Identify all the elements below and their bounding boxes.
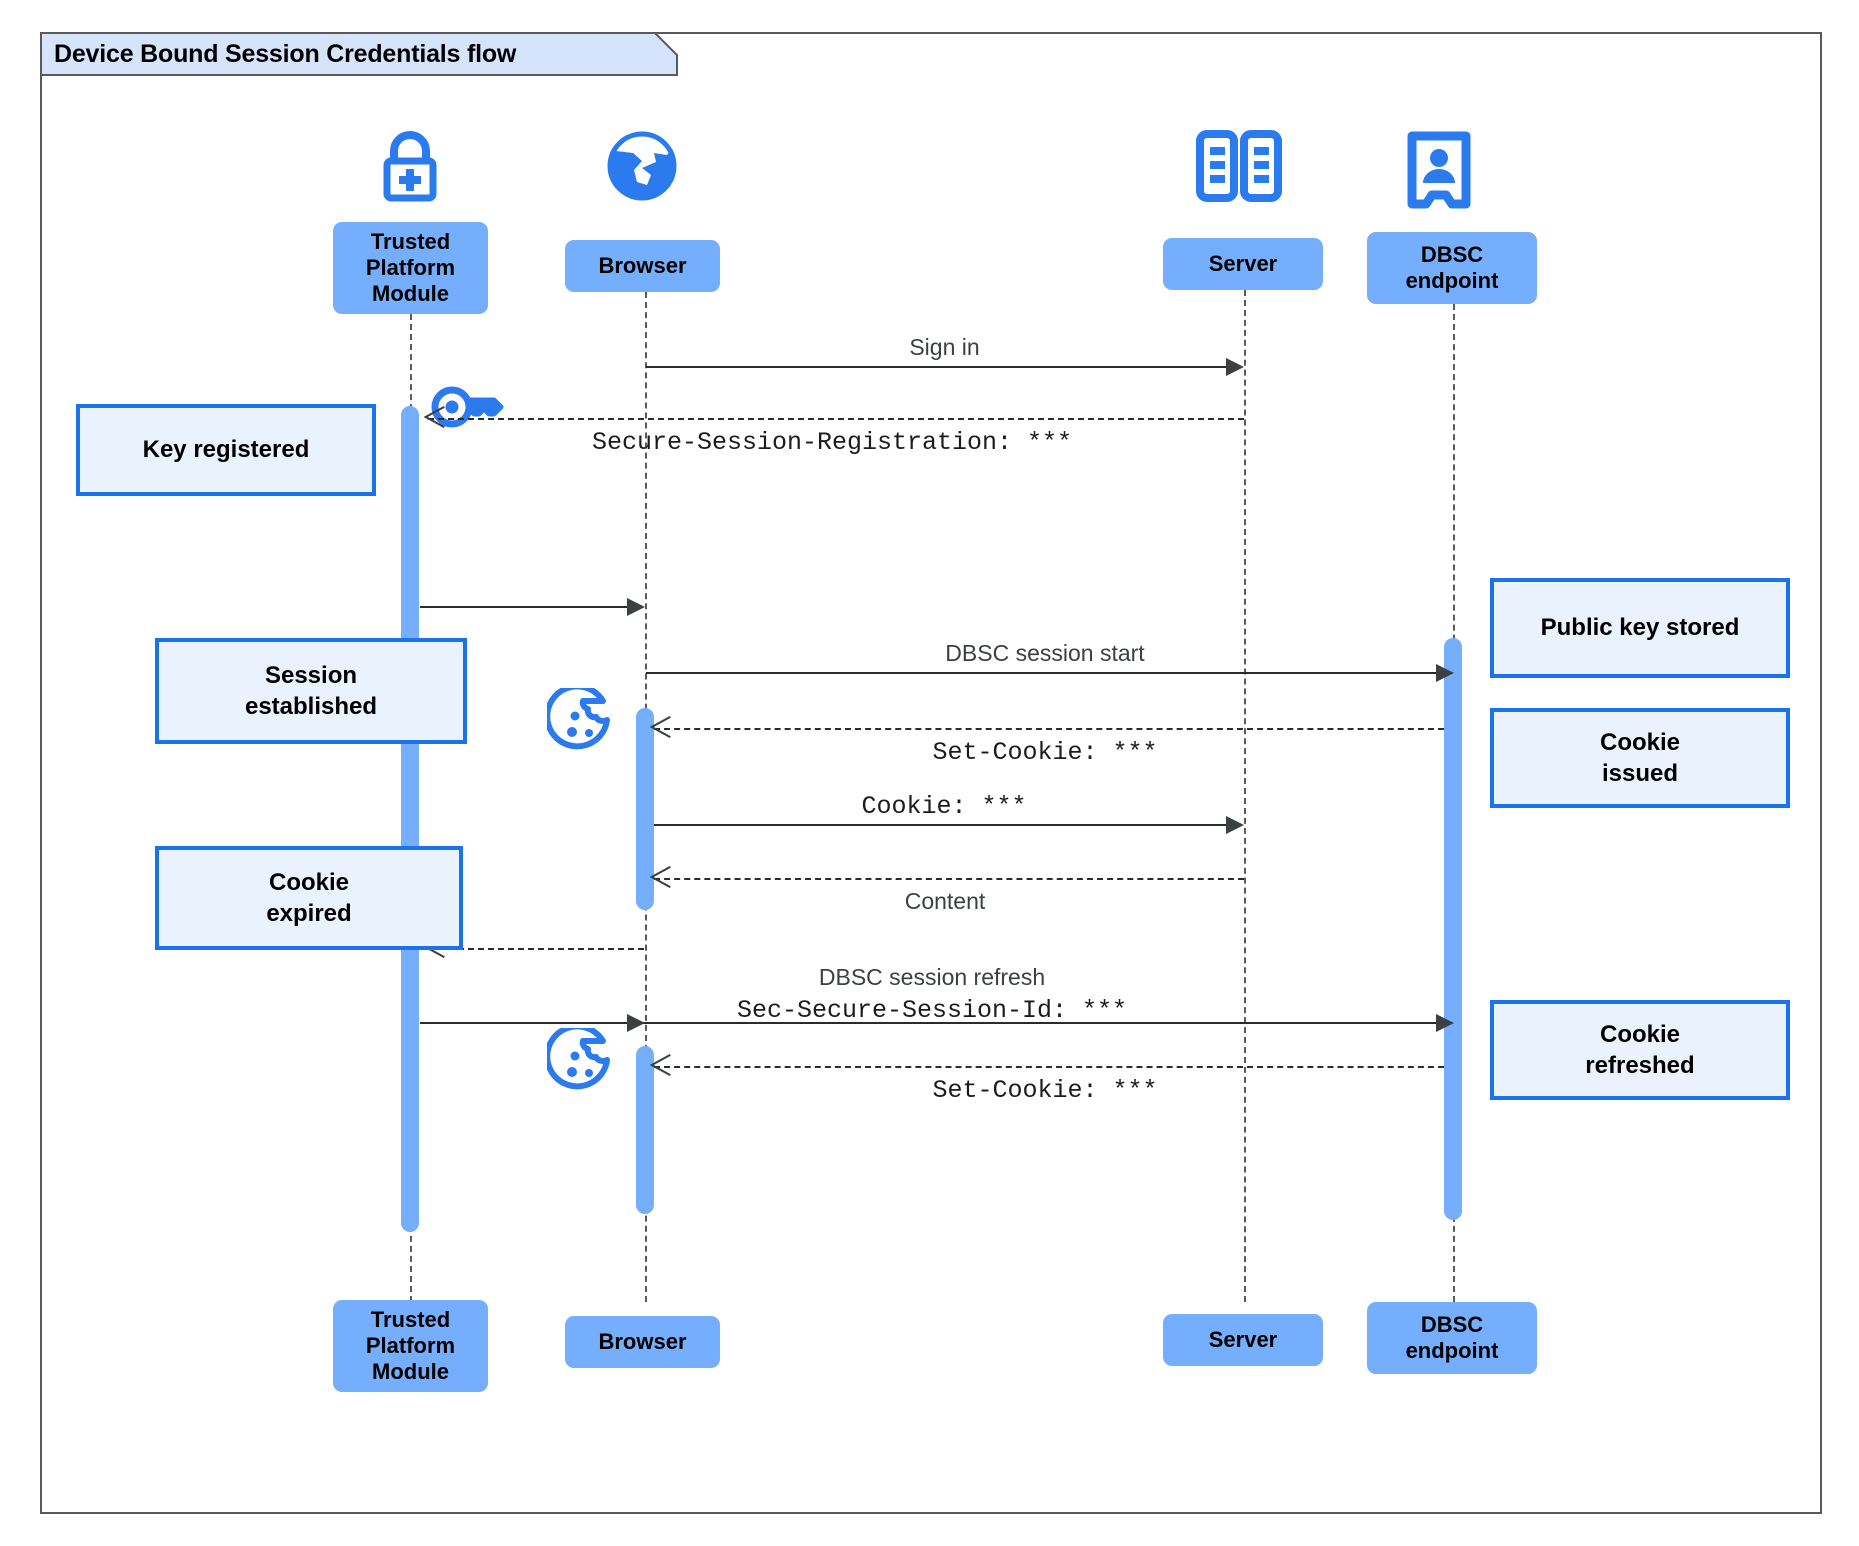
message-arrowhead-cookie [1226, 816, 1244, 834]
message-label-content: Content [904, 888, 986, 914]
note-cookie-refreshed: Cookie refreshed [1490, 1000, 1790, 1100]
note-cookie-issued: Cookie issued [1490, 708, 1790, 808]
message-arrowhead-tpm-to-browser [627, 598, 645, 616]
key-icon [430, 382, 512, 437]
participant-box-tpm[interactable]: Trusted Platform Module [333, 222, 488, 314]
participant-box-dbsc[interactable]: DBSC endpoint [1367, 232, 1537, 304]
participant-label-browser: Browser [598, 253, 687, 279]
message-arrowhead-dbsc-session-start [1436, 664, 1454, 682]
participant-label-tpm: Trusted Platform Module [365, 229, 456, 306]
note-text-public-key-stored: Public key stored [1540, 614, 1740, 642]
message-arrowhead-content [650, 866, 671, 888]
note-key-registered: Key registered [76, 404, 376, 496]
server-rack-icon [1196, 130, 1282, 207]
message-arrowhead-sign-in [1226, 358, 1244, 376]
activation-browser-2 [636, 1046, 654, 1214]
message-arrowhead-refresh-browser-leg [627, 1014, 645, 1032]
message-arrowhead-dbsc-session-refresh [1436, 1014, 1454, 1032]
footer-participant-label-browser: Browser [598, 1329, 687, 1355]
note-text-key-registered: Key registered [142, 436, 310, 464]
frame-title-tab: Device Bound Session Credentials flow [40, 32, 680, 76]
frame-title-text: Device Bound Session Credentials flow [54, 40, 517, 68]
note-text-session-established: Session established [244, 661, 378, 720]
message-arrowhead-set-cookie-2 [650, 1054, 671, 1076]
message-line-dbsc-session-start [646, 672, 1436, 674]
lock-plus-icon [372, 128, 448, 209]
note-public-key-stored: Public key stored [1490, 578, 1790, 678]
note-session-established: Session established [155, 638, 467, 744]
footer-participant-box-server[interactable]: Server [1163, 1314, 1323, 1366]
note-text-cookie-refreshed: Cookie refreshed [1585, 1020, 1695, 1079]
footer-participant-label-tpm: Trusted Platform Module [365, 1307, 456, 1384]
footer-participant-label-server: Server [1208, 1327, 1278, 1353]
message-label-sign-in: Sign in [909, 334, 980, 360]
participant-label-server: Server [1208, 251, 1278, 277]
participant-box-browser[interactable]: Browser [565, 240, 720, 292]
note-cookie-expired: Cookie expired [155, 846, 463, 950]
footer-participant-box-browser[interactable]: Browser [565, 1316, 720, 1368]
message-line-content [654, 878, 1244, 880]
message-line-set-cookie-1 [654, 728, 1444, 730]
activation-browser-1 [636, 708, 654, 910]
id-badge-icon [1406, 130, 1472, 215]
message-line-secure-session-registration [428, 418, 1244, 420]
message-label-dbsc-session-start: DBSC session start [945, 640, 1145, 666]
activation-dbsc [1444, 638, 1462, 1220]
message-line-cookie [654, 824, 1226, 826]
message-line-dbsc-session-refresh [420, 1022, 1436, 1024]
message-label-cookie: Cookie: *** [861, 792, 1027, 821]
message-label-secure-session-registration: Secure-Session-Registration: *** [591, 428, 1073, 457]
message-line-browser-to-tpm [428, 948, 644, 950]
cookie-icon-2 [544, 1023, 619, 1105]
message-label-set-cookie-2: Set-Cookie: *** [932, 1076, 1158, 1105]
cookie-icon-1 [544, 683, 619, 765]
participant-box-server[interactable]: Server [1163, 238, 1323, 290]
activation-tpm [401, 406, 419, 1232]
note-text-cookie-expired: Cookie expired [266, 868, 352, 927]
message-line-sign-in [646, 366, 1226, 368]
message-arrowhead-secure-session-registration [424, 406, 445, 428]
lifeline-server [1244, 290, 1246, 1302]
message-label-set-cookie-1: Set-Cookie: *** [932, 738, 1158, 767]
participant-label-dbsc: DBSC endpoint [1405, 242, 1499, 293]
message-line-set-cookie-2 [654, 1066, 1444, 1068]
note-text-cookie-issued: Cookie issued [1599, 728, 1680, 787]
globe-icon [602, 126, 682, 211]
message-line-tpm-to-browser [420, 606, 640, 608]
message-label-sec-secure-session-id: Sec-Secure-Session-Id: *** [736, 996, 1128, 1025]
footer-participant-label-dbsc: DBSC endpoint [1405, 1312, 1499, 1363]
footer-participant-box-dbsc[interactable]: DBSC endpoint [1367, 1302, 1537, 1374]
footer-participant-box-tpm[interactable]: Trusted Platform Module [333, 1300, 488, 1392]
message-arrowhead-set-cookie-1 [650, 716, 671, 738]
message-label-dbsc-session-refresh: DBSC session refresh [818, 964, 1046, 990]
